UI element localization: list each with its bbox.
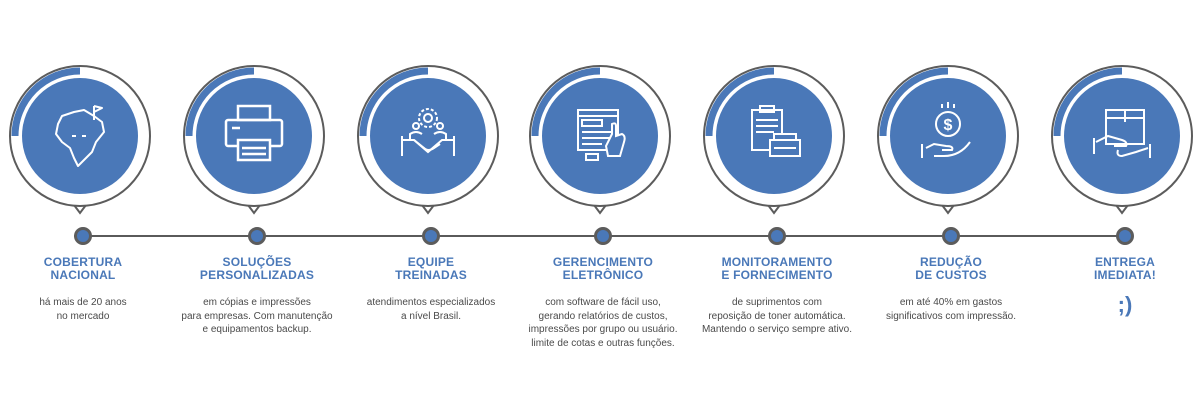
pin-marker xyxy=(690,60,864,220)
wink-emoticon: ;) xyxy=(1117,292,1133,317)
brazil-map-icon xyxy=(55,105,105,167)
printer-icon xyxy=(224,104,284,162)
step-description: com software de fácil uso,gerando relató… xyxy=(528,297,678,349)
box-delivery-icon xyxy=(1093,109,1151,158)
timeline-dot xyxy=(74,227,92,245)
timeline-dot xyxy=(768,227,786,245)
pin-marker xyxy=(1038,60,1200,220)
clipboard-printer-icon xyxy=(751,105,801,157)
money-hand-icon: $ xyxy=(921,102,971,158)
team-handshake-icon xyxy=(401,108,455,156)
timeline-dot xyxy=(1116,227,1134,245)
timeline-dot xyxy=(594,227,612,245)
pin-marker xyxy=(516,60,690,220)
pin-marker xyxy=(344,60,518,220)
software-screen-icon xyxy=(577,109,626,161)
pin-marker: $ xyxy=(864,60,1038,220)
timeline-dot xyxy=(422,227,440,245)
timeline-dot xyxy=(248,227,266,245)
timeline-dot xyxy=(942,227,960,245)
svg-text:$: $ xyxy=(944,117,953,134)
pin-marker xyxy=(0,60,170,220)
pin-marker xyxy=(170,60,344,220)
